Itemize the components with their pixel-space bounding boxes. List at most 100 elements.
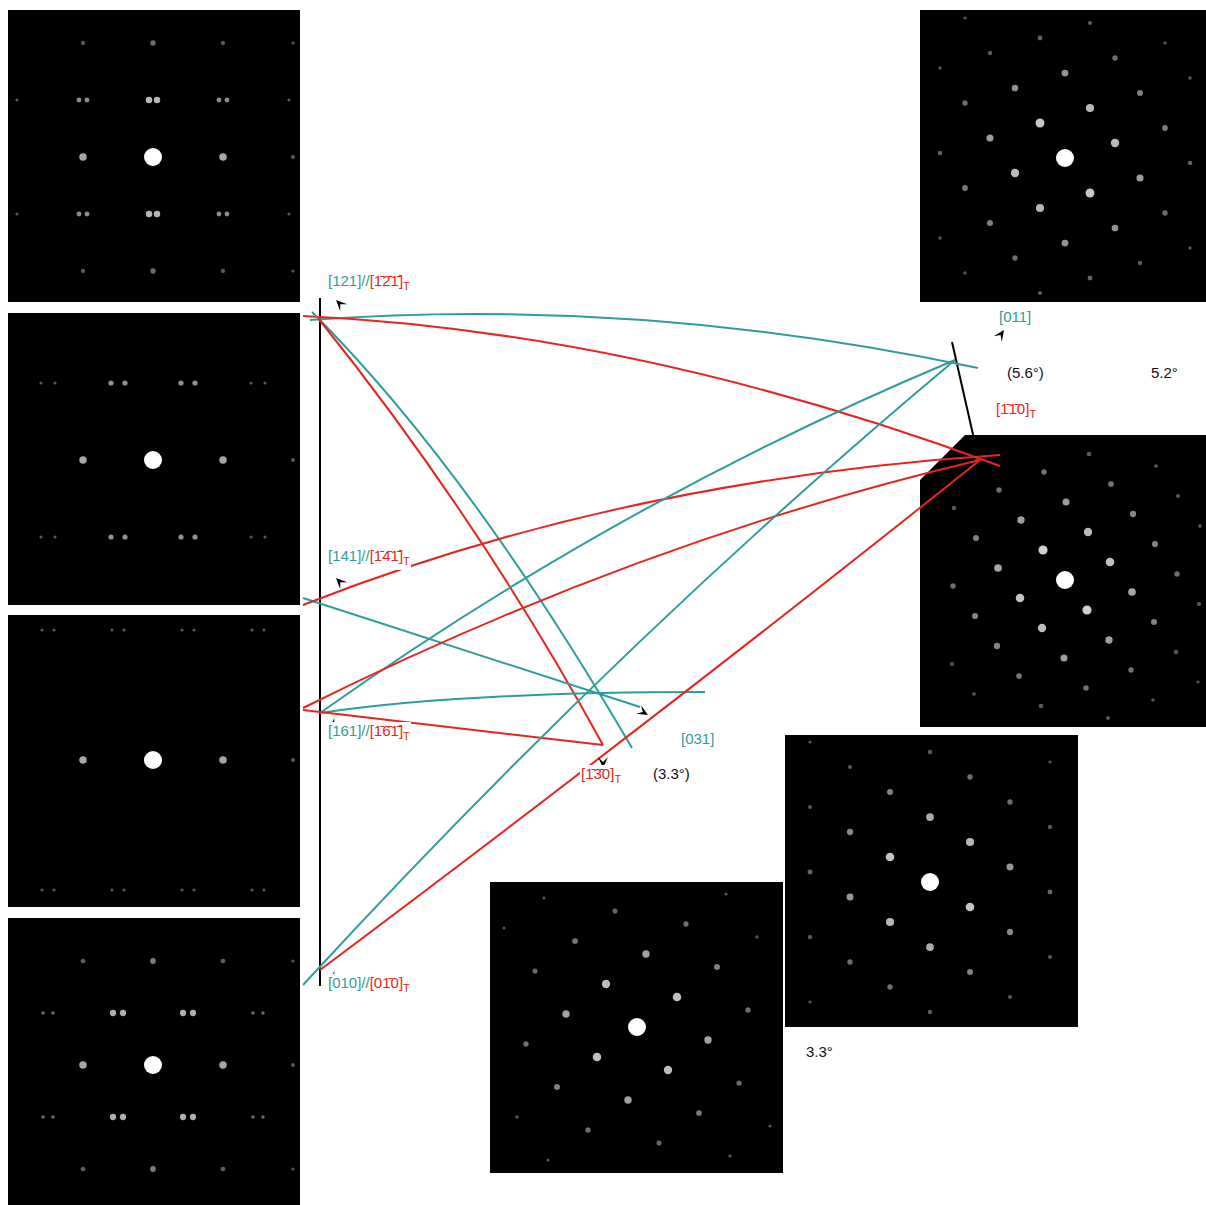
zone-axis-label: [1̄3̄0] [581,765,614,782]
twin-subscript: T [403,555,410,567]
diffraction-spot [1198,524,1202,528]
diffraction-spot [1188,246,1191,249]
diffraction-spot [52,888,55,891]
diffraction-spot [1041,469,1046,474]
diffraction-spot [77,98,82,103]
diffraction-spot [39,381,42,384]
diffraction-spot [736,1080,741,1085]
diffraction-spot [928,1010,933,1015]
diffraction-spot [51,1011,55,1015]
diffraction-spot [110,1114,116,1120]
diffraction-spot [847,829,853,835]
diffraction-spot [146,211,153,218]
diffraction-spot [1062,240,1069,247]
diffraction-spot [1112,225,1119,232]
pole-label: [1̄1̄0]T [995,400,1037,423]
diffraction-spot [585,1127,590,1132]
diffraction-spot [180,1010,186,1016]
diffraction-spot [1174,650,1178,654]
diffraction-spot [1188,161,1193,166]
diffraction-spot [1086,104,1094,112]
diffraction-spot [1162,210,1167,215]
diffraction-spot [1036,204,1044,212]
diffraction-spot [53,535,56,538]
diffraction-spot [178,534,183,539]
diffraction-spot [967,774,972,779]
diffraction-spot [1151,619,1157,625]
diffraction-spot [1060,654,1067,661]
twin-subscript: T [403,982,410,994]
zone-axis-label: [011] [999,308,1031,325]
diffraction-spot [221,269,225,273]
diffraction-spot [950,583,955,588]
diffraction-spot [1088,21,1092,25]
diffraction-spot [146,97,153,104]
diffraction-spot [938,236,942,240]
diffraction-spot [1162,125,1168,131]
diffraction-spot [642,950,649,957]
diffraction-spot [291,41,294,44]
red-trace [303,316,1000,466]
red-trace [303,710,603,745]
diffraction-spot [79,756,87,764]
diffraction-spot [262,628,265,631]
diffraction-spot [150,268,155,273]
diffraction-spot [192,380,197,385]
diffraction-spot [1088,276,1093,281]
diffraction-spot [150,40,155,45]
diffraction-spot [542,896,545,899]
diffraction-spot [1176,494,1180,498]
diffraction-spot [150,958,156,964]
diffraction-spot [926,813,934,821]
diffraction-spot [1038,291,1042,295]
zone-axis-label: [141]// [328,547,370,564]
diffraction-spot [768,1124,771,1127]
diffraction-spot [79,1061,87,1069]
diffraction-spot [572,938,578,944]
diffraction-spot [250,628,253,631]
diffraction-spot [928,750,933,755]
diffraction-spot [1196,680,1199,683]
diffraction-spot [1130,511,1136,517]
diffraction-spot [53,381,56,384]
twin-subscript: T [403,730,410,742]
zone-axis-label: [121]// [328,272,370,289]
diffraction-spot [190,1114,196,1120]
diffraction-spot [1128,588,1136,596]
diffraction-spot [144,148,162,166]
pole-label: [1̄3̄0]T [580,765,622,788]
zone-axis-label: [1̄1̄0] [996,400,1029,417]
diffraction-spot [219,153,227,161]
diffraction-spot [1056,149,1074,167]
diffraction-spot [249,381,252,384]
diffraction-spot [963,16,966,19]
diffraction-spot [192,534,197,539]
tilt-axis [319,298,321,986]
twin-subscript: T [403,280,410,292]
diffraction-spot [515,1115,519,1119]
diffraction-spot [1012,85,1019,92]
diffraction-spot [287,212,290,215]
diffraction-spot [40,888,43,891]
diffraction-spot [962,185,968,191]
diffraction-spot [1086,189,1095,198]
diffraction-spot [81,41,85,45]
diffraction-spot [225,98,230,103]
diffraction-spot [225,212,230,217]
diffraction-spot [221,1167,226,1172]
diffraction-spot [40,628,43,631]
diffraction-panel [8,918,300,1205]
diffraction-spot [1136,174,1143,181]
pole-label: (3.3°) [652,765,691,783]
diffraction-spot [808,805,812,809]
diffraction-spot [1106,716,1110,720]
diffraction-spot [251,1115,255,1119]
diffraction-spot [1152,541,1158,547]
diffraction-spot [291,458,295,462]
diffraction-spot [291,1063,295,1067]
diffraction-spot [994,643,1000,649]
diffraction-spot [291,155,295,159]
diffraction-spot [122,628,125,631]
diffraction-spot [291,269,294,272]
